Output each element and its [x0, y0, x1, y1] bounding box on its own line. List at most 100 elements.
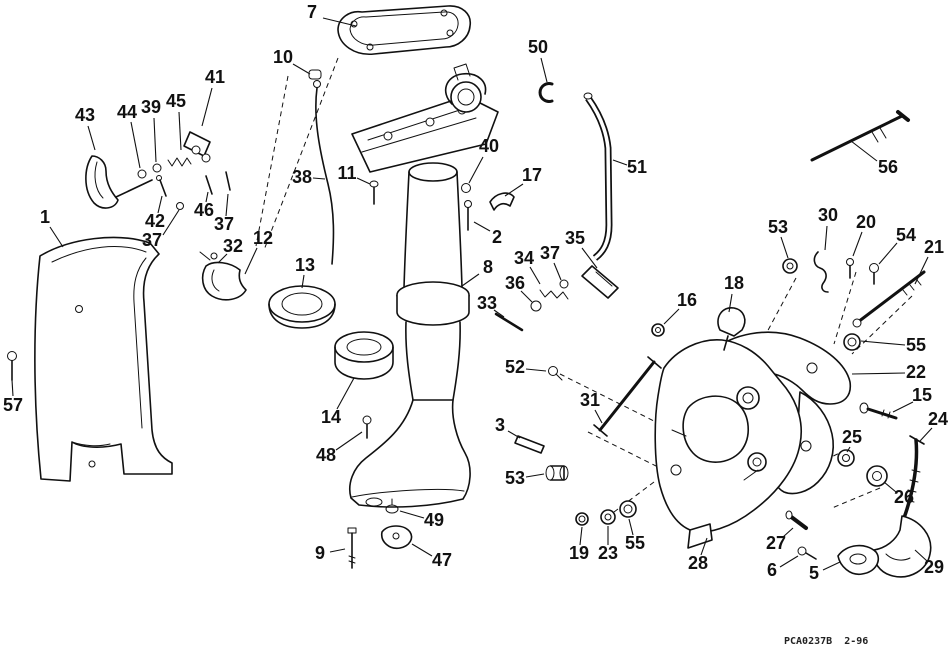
callout-19: 19	[569, 543, 589, 563]
callout-20: 20	[856, 212, 876, 232]
part-powerhead-adapter	[351, 95, 499, 173]
leader-line-55	[628, 518, 634, 536]
callout-41: 41	[205, 67, 225, 87]
callout-40: 40	[479, 136, 499, 156]
callout-29: 29	[924, 557, 944, 577]
leader-line-52	[525, 368, 547, 372]
part-bolt-11	[369, 180, 379, 205]
leader-line-54	[878, 242, 898, 265]
part-bolt-6	[797, 546, 817, 560]
leader-line-39	[153, 117, 157, 163]
leader-line-35	[581, 247, 598, 269]
callout-42: 42	[145, 211, 165, 231]
callout-23: 23	[598, 543, 618, 563]
leader-line-18	[728, 293, 733, 313]
leader-line-56	[850, 140, 878, 162]
leader-line-14	[336, 377, 355, 410]
part-mount-clamp-halves	[199, 251, 247, 301]
leader-line-42	[157, 195, 163, 214]
callout-46: 46	[194, 200, 214, 220]
part-washer-40	[461, 183, 471, 193]
callout-44: 44	[117, 102, 137, 122]
leader-line-26	[883, 481, 897, 493]
leader-line-8	[461, 273, 480, 287]
leader-line-32	[217, 253, 228, 264]
leader-line-22	[851, 372, 906, 375]
leader-line-38	[312, 177, 326, 180]
leader-line-37	[225, 193, 229, 217]
part-bushing-25	[837, 449, 855, 467]
callout-17: 17	[522, 165, 542, 185]
leader-line-37	[162, 209, 180, 236]
callout-55: 55	[906, 335, 926, 355]
part-washer-36	[530, 300, 542, 312]
leader-line-57	[11, 379, 14, 397]
part-bolt-15	[859, 402, 898, 420]
part-clamp-pad-5	[837, 544, 880, 576]
part-lower-mount-cover	[34, 236, 173, 482]
leader-line-40	[468, 156, 484, 184]
part-steering-arm	[444, 63, 487, 113]
callout-57: 57	[3, 395, 23, 415]
part-tilt-lever-18	[717, 307, 746, 351]
callout-15: 15	[912, 385, 932, 405]
leader-line-13	[301, 274, 305, 289]
leader-line-53	[780, 236, 789, 259]
part-link-17	[489, 192, 515, 211]
part-bracket-47	[380, 525, 413, 550]
callout-43: 43	[75, 105, 95, 125]
part-clip-50	[538, 82, 554, 103]
callout-21: 21	[924, 237, 944, 257]
callout-5: 5	[809, 563, 819, 583]
leader-line-43	[87, 125, 96, 151]
part-shift-lever-cluster	[85, 131, 231, 210]
leader-line-27	[782, 527, 794, 538]
callout-39: 39	[141, 97, 161, 117]
part-bolt-2	[464, 200, 472, 231]
leader-line-49	[399, 510, 425, 519]
callout-36: 36	[505, 273, 525, 293]
leader-line-1	[49, 226, 64, 248]
leader-line-15	[892, 401, 914, 413]
leader-line-29	[914, 549, 928, 562]
leader-line-41	[201, 87, 213, 127]
leader-line-19	[579, 526, 583, 546]
leader-line-53	[525, 473, 545, 478]
leader-line-47	[411, 543, 433, 557]
leader-line-11	[356, 177, 371, 185]
callout-1: 1	[40, 207, 50, 227]
part-driveshaft-housing	[349, 162, 471, 508]
part-clamp-bracket-29	[872, 515, 932, 578]
leader-line-51	[612, 159, 628, 166]
callout-18: 18	[724, 273, 744, 293]
part-washer-23	[600, 509, 616, 525]
callout-7: 7	[307, 2, 317, 22]
callout-51: 51	[627, 157, 647, 177]
leader-line-34	[529, 266, 541, 285]
callout-53: 53	[505, 468, 525, 488]
leader-line-50	[540, 57, 548, 83]
part-bushing-26	[866, 465, 888, 487]
leader-lines	[11, 17, 933, 571]
part-clip-52	[548, 366, 563, 381]
callout-35: 35	[565, 228, 585, 248]
leader-line-6	[779, 555, 799, 568]
leader-line-25	[846, 446, 851, 453]
leader-line-33	[493, 309, 505, 318]
callout-33: 33	[477, 293, 497, 313]
callout-37: 37	[540, 243, 560, 263]
part-exhaust-cup	[334, 331, 394, 380]
part-screw-57	[7, 351, 17, 381]
callout-50: 50	[528, 37, 548, 57]
callout-55: 55	[625, 533, 645, 553]
callout-30: 30	[818, 205, 838, 225]
leader-line-46	[205, 191, 209, 203]
callout-37: 37	[142, 230, 162, 250]
part-spring-34	[539, 289, 569, 300]
callout-54: 54	[896, 225, 916, 245]
leader-line-28	[700, 537, 708, 556]
callout-48: 48	[316, 445, 336, 465]
part-tilt-pin-31	[593, 356, 662, 437]
